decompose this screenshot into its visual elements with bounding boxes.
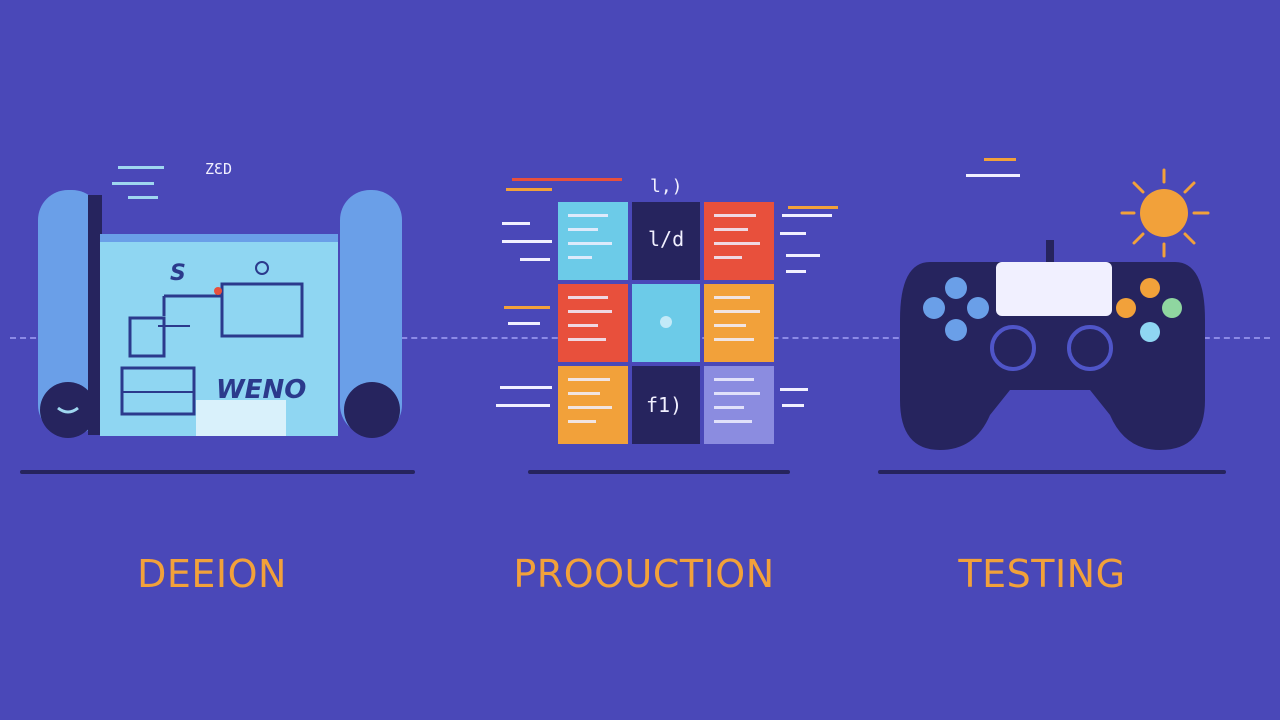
tile-r3c1 (558, 366, 628, 444)
grid-caption: l,) (650, 176, 683, 197)
stage-label-design: DEEION (137, 552, 287, 596)
production-ground-line (528, 470, 790, 474)
scroll-caption: WENO (216, 375, 306, 405)
design-header-mark: ZƐD (205, 160, 232, 178)
tile-r2c3 (704, 284, 774, 362)
tile-r2c1 (558, 284, 628, 362)
scroll-blueprint-icon (38, 190, 402, 438)
tile-center-bottom: f1) (646, 393, 682, 417)
sun-icon (1120, 168, 1210, 258)
tile-r3c3 (704, 366, 774, 444)
tile-r1c2 (632, 202, 700, 280)
design-header-dashes (112, 166, 164, 199)
production-side-dashes (496, 178, 838, 407)
testing-ground-line (878, 470, 1226, 474)
stage-label-production: PROOUCTION (513, 552, 775, 596)
blueprint-mark: S (170, 261, 186, 286)
design-ground-line (20, 470, 415, 474)
tile-grid-icon (558, 202, 774, 444)
tile-center-top: l/d (648, 227, 684, 251)
tile-r3c2 (632, 366, 700, 444)
game-controller-icon (900, 240, 1205, 450)
tile-r1c3 (704, 202, 774, 280)
stage-label-testing: TESTING (958, 552, 1126, 596)
tile-r1c1 (558, 202, 628, 280)
testing-header-dashes (966, 158, 1020, 177)
